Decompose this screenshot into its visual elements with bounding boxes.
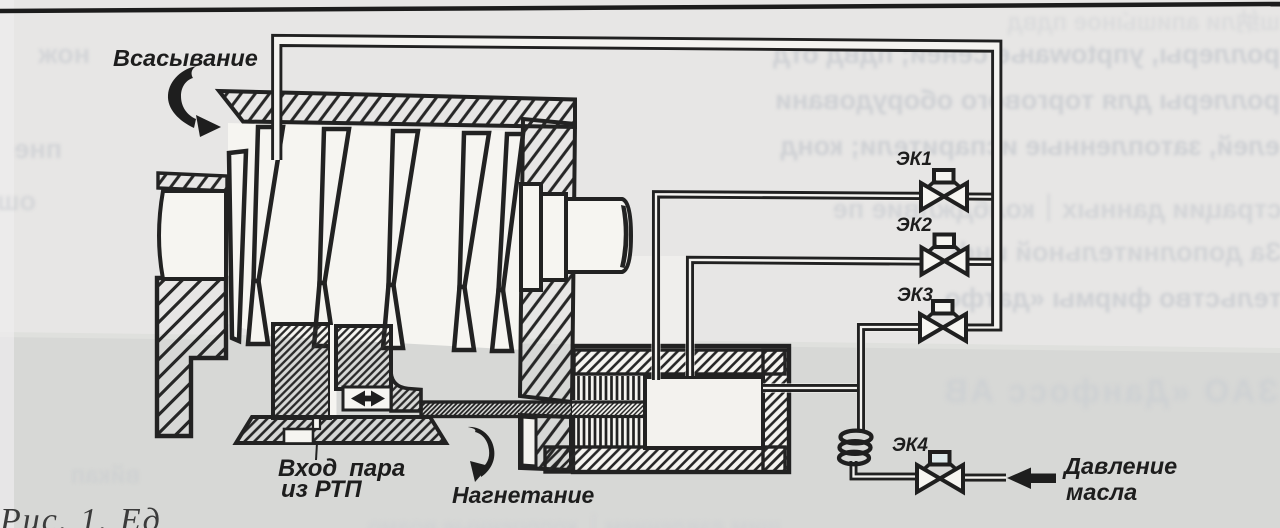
svg-text:роллеры для торгового оборудов: роллеры для торгового оборудовани — [775, 85, 1280, 115]
svg-text:Нагнетание: Нагнетание — [452, 482, 595, 508]
svg-text:Рис. 1. Ед: Рис. 1. Ед — [0, 502, 162, 528]
svg-text:Всасывание: Всасывание — [113, 45, 258, 71]
svg-text:пне: пне — [14, 134, 62, 164]
svg-text:Давление: Давление — [1062, 453, 1177, 479]
svg-text:елей, затопленные испарители;: елей, затопленные испарители; конд — [780, 131, 1280, 161]
svg-text:ЭК2: ЭК2 — [896, 215, 932, 236]
svg-text:вйкап: вйкап — [71, 462, 140, 489]
svg-text:ЭК4: ЭК4 — [892, 435, 928, 456]
svg-text:нож: нож — [38, 39, 90, 69]
svg-text:За дополнительной инф: За дополнительной инф — [951, 237, 1280, 267]
svg-text:щим давлением｜ копрценные воам: щим давлением｜ копрценные воамо — [368, 514, 780, 528]
svg-text:ЗАО «Данфосс АВ: ЗАО «Данфосс АВ — [941, 373, 1278, 409]
svg-text:ш纳ли апишы́ное пдвд: ш纳ли апишы́ное пдвд — [1007, 8, 1280, 36]
svg-text:ЭК3: ЭК3 — [897, 285, 933, 306]
svg-text:из РТП: из РТП — [281, 476, 362, 503]
svg-text:масла: масла — [1066, 479, 1137, 505]
svg-text:ЭК1: ЭК1 — [896, 149, 932, 170]
svg-text:ош: ош — [0, 186, 36, 216]
